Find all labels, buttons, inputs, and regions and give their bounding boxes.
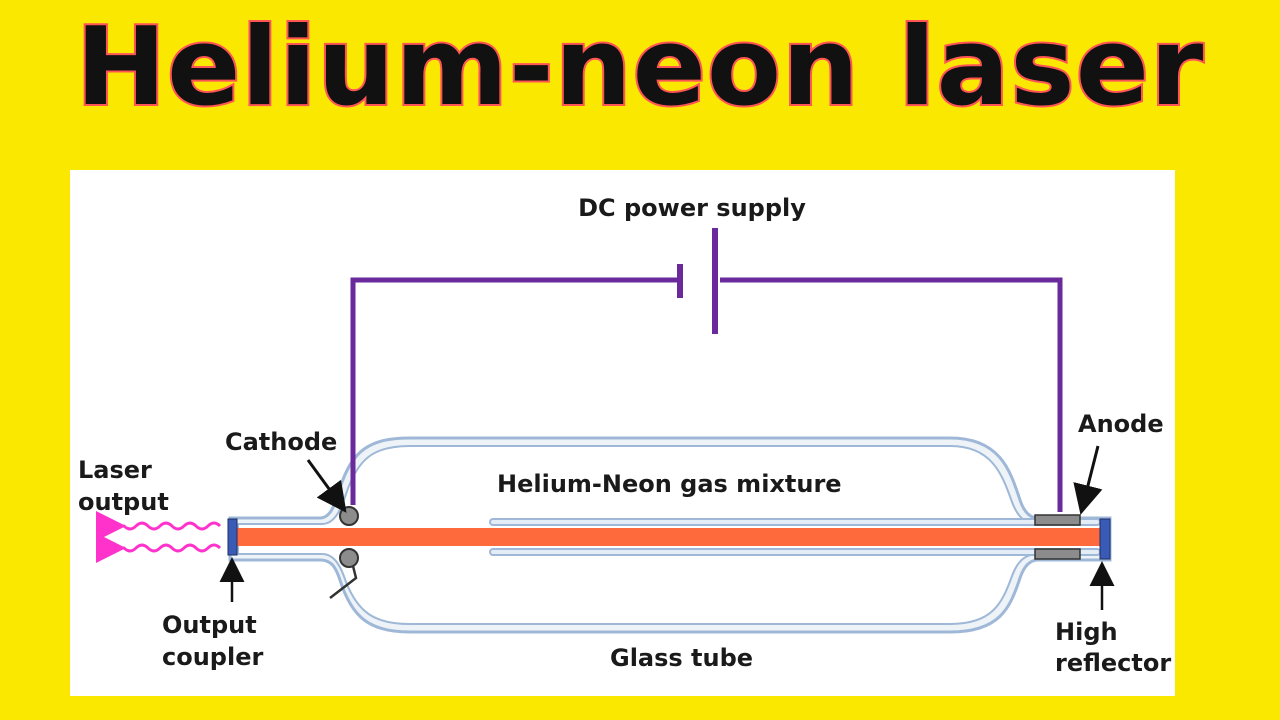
laser-output-label-line1: Laser: [78, 456, 152, 484]
output-coupler-label-line1: Output: [162, 611, 257, 639]
high-reflector-mirror: [1099, 518, 1111, 560]
capillary-lower-wall: [489, 548, 1101, 556]
cathode-electrode-bottom: [339, 548, 359, 568]
high-reflector-label-line1: High: [1055, 618, 1118, 646]
laser-output-label-line2: output: [78, 488, 169, 516]
laser-diagram: DC power supply Cathode Anode Helium-Neo…: [78, 194, 1171, 677]
power-supply-wire: [350, 277, 1063, 512]
diagram-panel: DC power supply Cathode Anode Helium-Neo…: [70, 170, 1175, 696]
cathode-label: Cathode: [225, 428, 337, 456]
laser-beam: [235, 528, 1105, 546]
glass-tube-label: Glass tube: [610, 644, 753, 672]
laser-output-wave-bottom: [96, 533, 222, 563]
anode-arrow: [1073, 445, 1103, 515]
anode-electrode-top: [1034, 514, 1081, 526]
capillary-upper-wall: [489, 518, 1101, 526]
anode-electrode-bottom: [1034, 548, 1081, 560]
high-reflector-label-line2: reflector: [1055, 649, 1171, 677]
gas-mixture-label: Helium-Neon gas mixture: [497, 470, 842, 498]
cathode-lead-bottom: [329, 565, 358, 599]
page-title: Helium-neon laser: [74, 5, 1205, 130]
output-coupler-label-line2: coupler: [162, 643, 263, 671]
cathode-arrow: [306, 459, 347, 513]
power-supply-label: DC power supply: [578, 194, 806, 222]
laser-output-wave-top: [96, 511, 222, 541]
cathode-electrode-top: [339, 506, 359, 526]
anode-label: Anode: [1078, 410, 1164, 438]
output-coupler-mirror: [227, 518, 238, 556]
